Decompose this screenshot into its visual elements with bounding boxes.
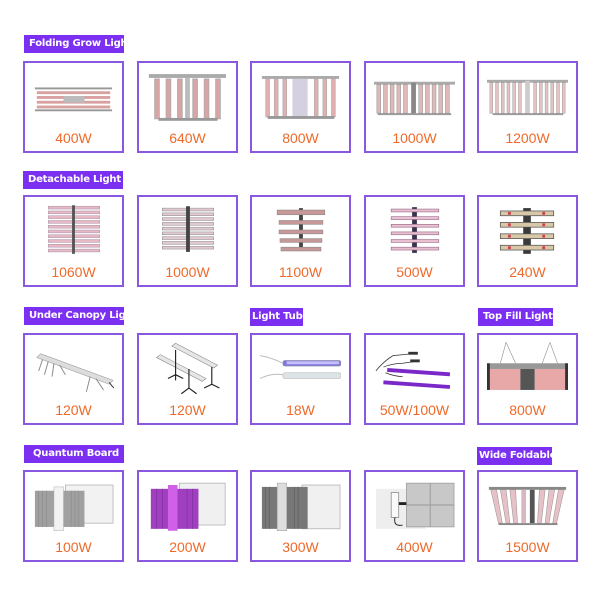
section-label-folding-grow-light: Folding Grow Light <box>24 35 132 53</box>
product-card[interactable]: 200W <box>137 470 238 562</box>
uv-light-tube-icon <box>374 341 455 396</box>
wattage-label: 18W <box>286 402 315 418</box>
wattage-label: 300W <box>282 539 319 555</box>
wattage-label: 1060W <box>51 264 96 280</box>
wide-foldable-light-icon <box>487 478 568 533</box>
quantum-board-icon <box>33 478 114 533</box>
product-card[interactable]: 240W <box>477 195 578 287</box>
wattage-label: 120W <box>55 402 92 418</box>
wattage-label: 240W <box>509 264 546 280</box>
product-card[interactable]: 1000W <box>364 61 465 153</box>
wattage-label: 200W <box>169 539 206 555</box>
section-label-light-tube: Light Tube <box>250 308 309 326</box>
quantum-board-icon <box>260 478 341 533</box>
quantum-board-purple-icon <box>147 478 228 533</box>
wattage-label: 1200W <box>505 130 550 146</box>
wattage-label: 100W <box>55 539 92 555</box>
product-card[interactable]: 18W <box>250 333 351 425</box>
product-card[interactable]: 1060W <box>23 195 124 287</box>
top-fill-light-icon <box>487 341 568 396</box>
product-card[interactable]: 1100W <box>250 195 351 287</box>
product-card[interactable]: 400W <box>364 470 465 562</box>
product-card[interactable]: 100W <box>23 470 124 562</box>
wattage-label: 120W <box>169 402 206 418</box>
detachable-light-icon <box>374 203 455 258</box>
product-card[interactable]: 500W <box>364 195 465 287</box>
folding-grow-light-icon <box>374 69 455 124</box>
wattage-label: 800W <box>509 402 546 418</box>
product-card[interactable]: 120W <box>137 333 238 425</box>
section-label-wide-foldable: Wide Foldable <box>477 447 556 465</box>
quantum-board-panel-icon <box>374 478 455 533</box>
wattage-label: 1000W <box>392 130 437 146</box>
section-label-under-canopy-light: Under Canopy Light <box>24 307 137 325</box>
wattage-label: 1500W <box>505 539 550 555</box>
product-card[interactable]: 120W <box>23 333 124 425</box>
detachable-light-icon <box>147 203 228 258</box>
section-label-top-fill-light: Top Fill Light <box>478 308 553 326</box>
folding-grow-light-icon <box>147 69 228 124</box>
folding-grow-light-icon <box>33 69 114 124</box>
section-label-quantum-board: Quantum Board <box>24 445 124 463</box>
wattage-label: 1000W <box>165 264 210 280</box>
section-label-detachable-light: Detachable Light <box>23 171 123 189</box>
wattage-label: 400W <box>396 539 433 555</box>
product-card[interactable]: 1000W <box>137 195 238 287</box>
wattage-label: 500W <box>396 264 433 280</box>
product-card[interactable]: 1200W <box>477 61 578 153</box>
product-card[interactable]: 800W <box>250 61 351 153</box>
detachable-light-icon <box>487 203 568 258</box>
under-canopy-light-stand-icon <box>147 341 228 396</box>
wattage-label: 800W <box>282 130 319 146</box>
under-canopy-light-icon <box>33 341 114 396</box>
product-card[interactable]: 300W <box>250 470 351 562</box>
product-card[interactable]: 1500W <box>477 470 578 562</box>
product-card[interactable]: 640W <box>137 61 238 153</box>
folding-grow-light-icon <box>260 69 341 124</box>
product-card[interactable]: 400W <box>23 61 124 153</box>
folding-grow-light-icon <box>487 69 568 124</box>
wattage-label: 1100W <box>278 264 323 280</box>
wattage-label: 50W/100W <box>379 402 450 418</box>
wattage-label: 400W <box>55 130 92 146</box>
product-card[interactable]: 50W/100W <box>364 333 465 425</box>
light-tube-icon <box>260 341 341 396</box>
detachable-light-icon <box>33 203 114 258</box>
wattage-label: 640W <box>169 130 206 146</box>
product-card[interactable]: 800W <box>477 333 578 425</box>
detachable-light-icon <box>260 203 341 258</box>
